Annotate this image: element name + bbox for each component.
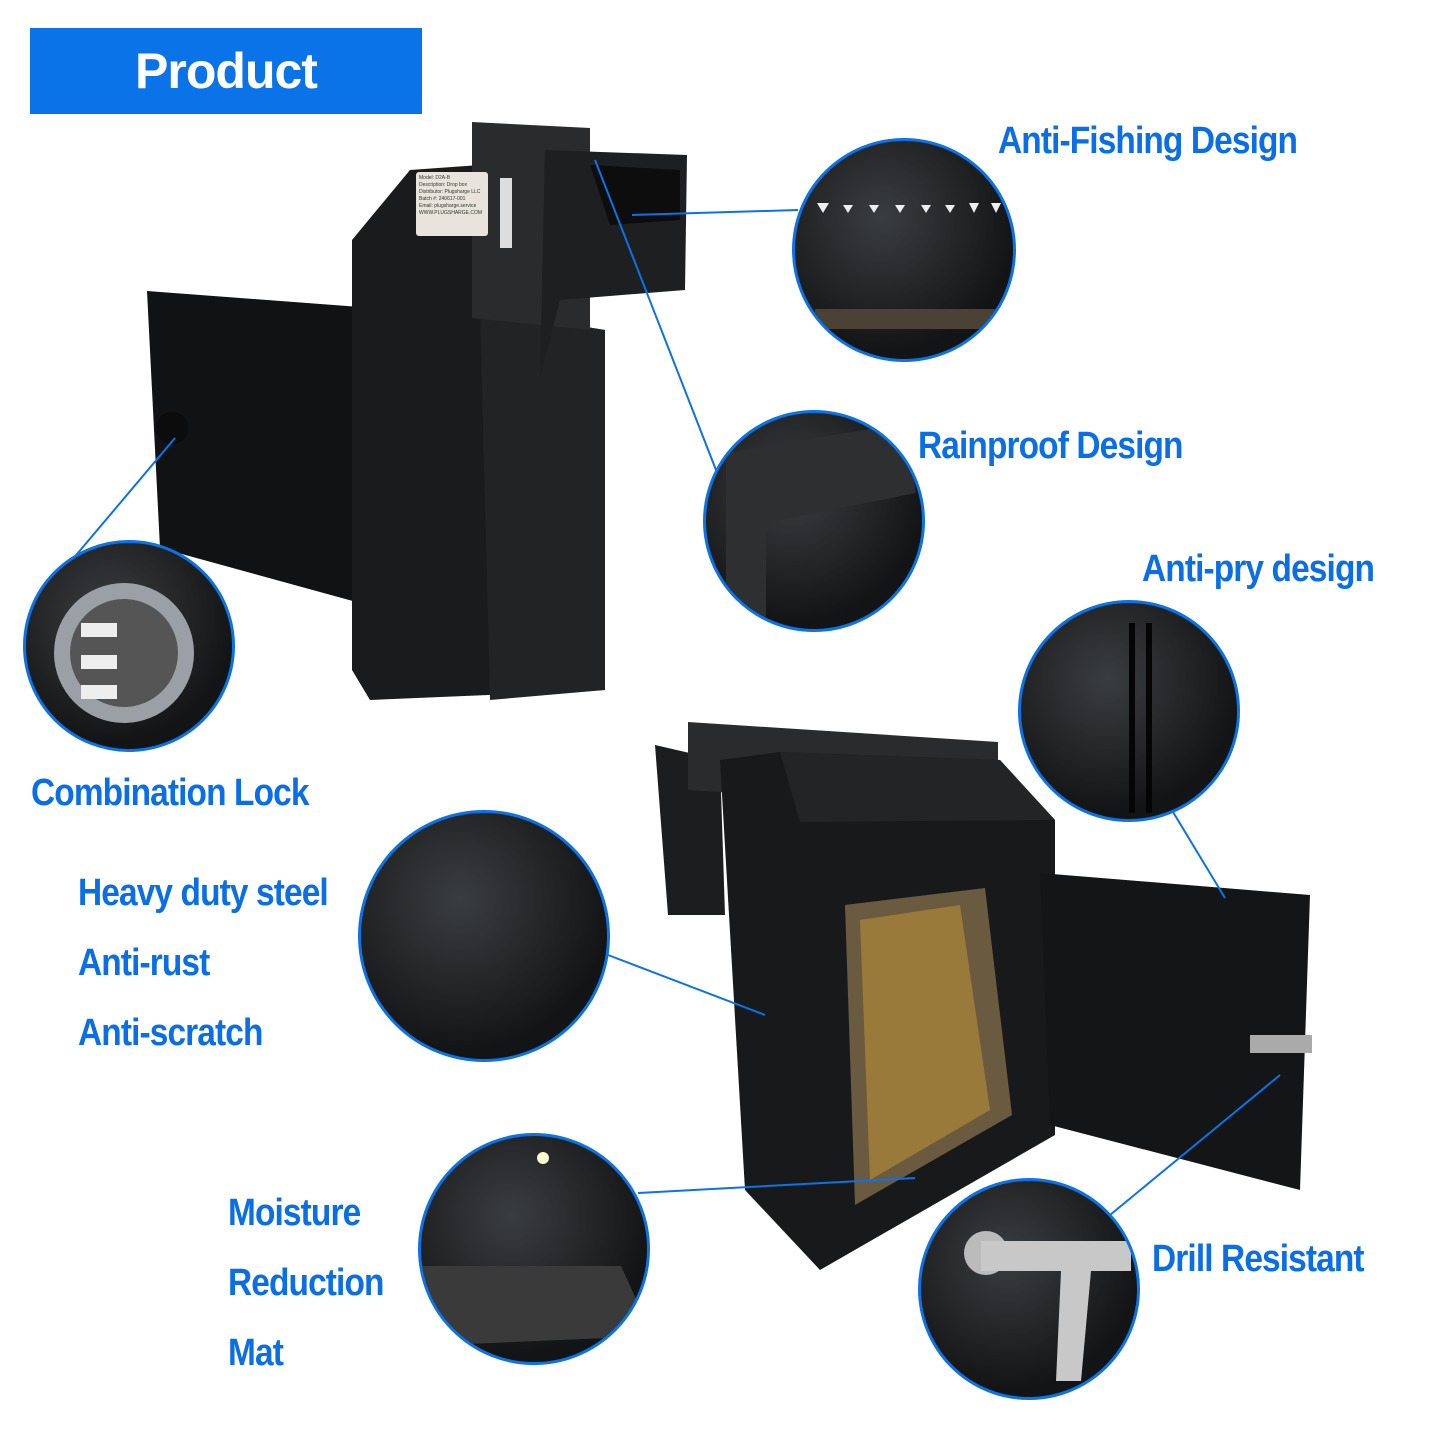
steel-texture-detail-circle (358, 810, 610, 1062)
label-anti-pry: Anti-pry design (1142, 548, 1375, 590)
leader-lines (71, 159, 1281, 1216)
label-rainproof: Rainproof Design (918, 425, 1183, 467)
sticker-line: Distributor: Plugsharge LLC (419, 189, 481, 195)
box-roof (780, 752, 1055, 822)
rainproof-detail-circle (703, 410, 925, 632)
product-features-banner: Product Features (30, 28, 422, 185)
open-door-top (147, 291, 360, 603)
label-anti-scratch: Anti-scratch (78, 1012, 263, 1054)
label-moisture: Moisture (228, 1192, 361, 1234)
anti-pry-detail-circle (1018, 600, 1240, 822)
combination-lock-detail-circle (23, 540, 235, 752)
label-drill-resistant: Drill Resistant (1152, 1238, 1365, 1280)
label-combination-lock: Combination Lock (31, 772, 309, 814)
label-reduction: Reduction (228, 1262, 384, 1304)
drill-resistant-detail-circle (918, 1178, 1140, 1400)
cam-lock (1250, 1035, 1312, 1053)
label-mat: Mat (228, 1332, 284, 1374)
box-side-top (480, 310, 605, 700)
product-sticker: Model: D2A-B Description: Drop box Distr… (416, 172, 488, 236)
label-anti-fishing: Anti-Fishing Design (998, 120, 1298, 162)
anti-fishing-detail-circle (792, 138, 1016, 362)
sticker-line: Email: plugsharge.service (419, 203, 477, 209)
sticker-line: Description: Drop box (419, 182, 468, 188)
label-anti-rust: Anti-rust (78, 942, 210, 984)
sticker-line: Model: D2A-B (419, 175, 451, 181)
lock-knob (156, 412, 188, 444)
label-plate (500, 178, 512, 248)
sticker-line: WWW.PLUGSHARGE.COM (419, 210, 483, 216)
open-door-bottom (1040, 873, 1310, 1190)
label-heavy-duty-steel: Heavy duty steel (78, 872, 329, 914)
moisture-mat-detail-circle (418, 1133, 650, 1365)
sticker-line: Batch #: 240617-001 (419, 196, 466, 202)
